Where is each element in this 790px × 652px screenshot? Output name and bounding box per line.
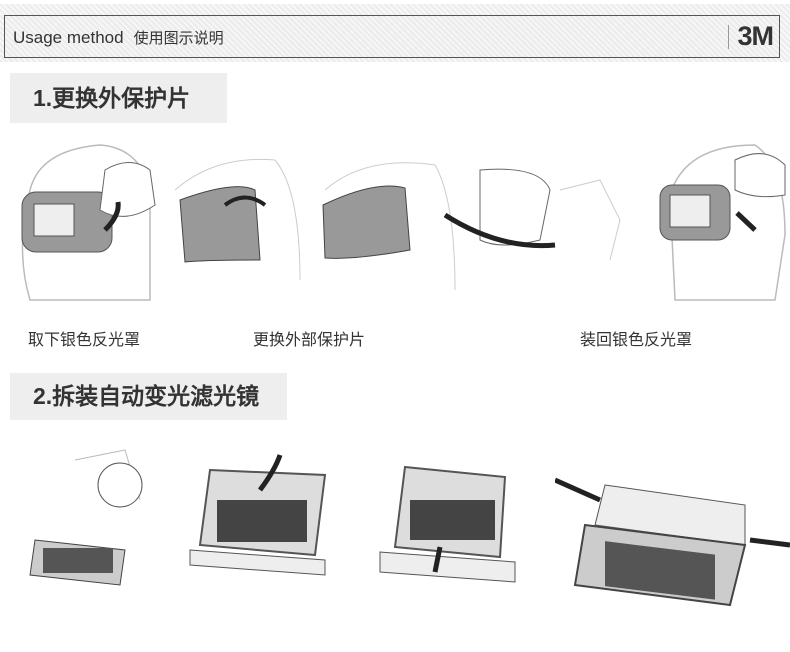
remove-reflector-illustration — [21, 144, 156, 301]
filter-clip-illustration — [555, 477, 790, 607]
brand-logo: 3M — [737, 21, 774, 51]
caption-install-reflector: 装回银色反光罩 — [580, 332, 693, 349]
header-title: Usage method 使用图示说明 — [13, 27, 224, 48]
install-reflector-illustration — [659, 144, 786, 301]
header-title-en: Usage method — [13, 28, 124, 47]
section-1-title: 1.更换外保护片 — [10, 73, 227, 123]
protective-plate-illustration-1 — [174, 158, 301, 281]
reflector-reinstall-illustration — [443, 168, 621, 261]
caption-remove-reflector: 取下银色反光罩 — [28, 332, 141, 349]
caption-replace-plate: 更换外部保护片 — [253, 332, 366, 349]
section-2-title: 2.拆装自动变光滤光镜 — [10, 373, 287, 420]
filter-release-illustration — [29, 449, 143, 586]
header-box: Usage method 使用图示说明 3M — [4, 15, 780, 58]
filter-insert-illustration — [379, 465, 516, 583]
filter-lift-illustration — [189, 454, 327, 576]
header-band: Usage method 使用图示说明 3M — [0, 4, 790, 62]
header-divider — [728, 25, 729, 49]
header-title-cn: 使用图示说明 — [133, 30, 224, 47]
protective-plate-illustration-2 — [322, 162, 456, 291]
